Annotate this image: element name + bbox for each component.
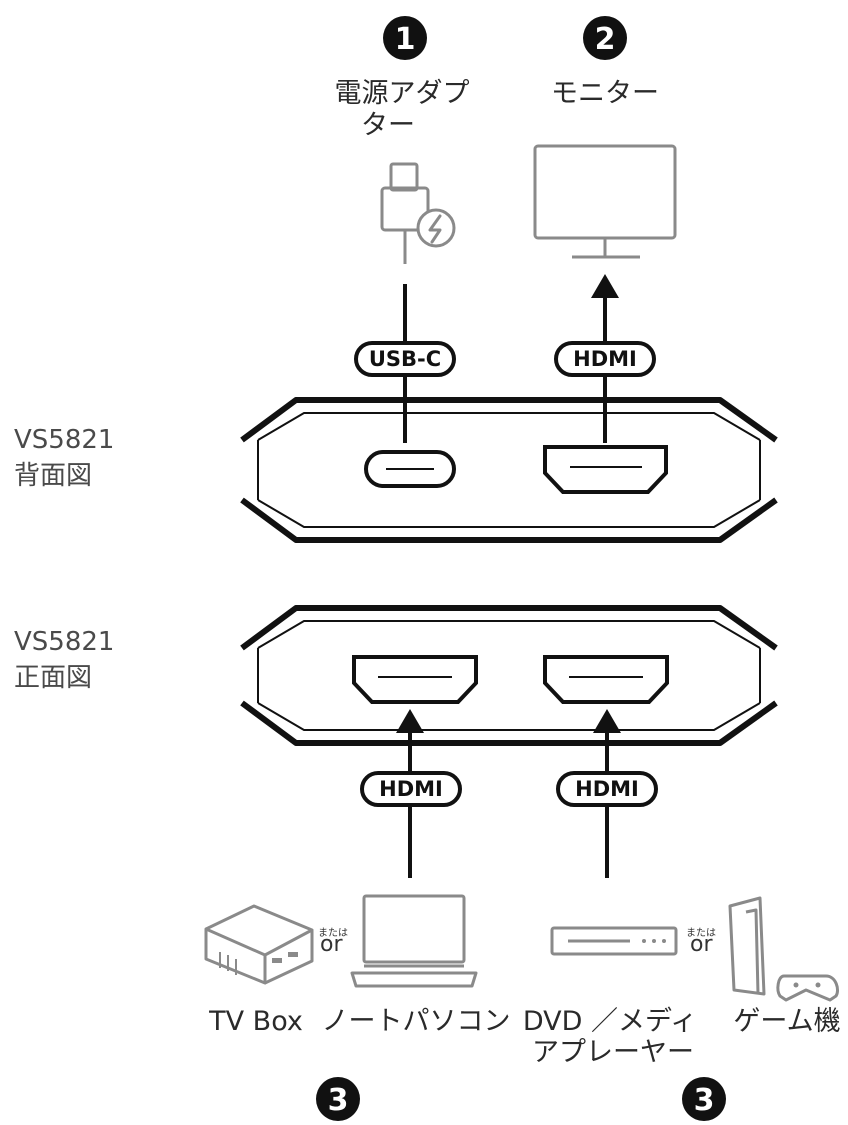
monitor-icon bbox=[533, 144, 677, 259]
front-model-label: VS5821 bbox=[14, 627, 114, 657]
dvd-player-icon bbox=[550, 926, 678, 956]
rear-view-device bbox=[240, 397, 778, 543]
front-caption-label: 正面図 bbox=[14, 663, 92, 693]
step-3-left-badge: 3 bbox=[316, 1077, 360, 1121]
step-3-right-number: 3 bbox=[694, 1083, 715, 1118]
hdmi-in-port-1 bbox=[352, 655, 478, 704]
hdmi-in-2-badge: HDMI bbox=[556, 771, 658, 807]
game-console-label: ゲーム機 bbox=[733, 1006, 840, 1037]
laptop-icon bbox=[350, 894, 478, 988]
step-2-number: 2 bbox=[595, 22, 616, 57]
or-right-small: または bbox=[686, 927, 716, 939]
or-left-small: または bbox=[318, 927, 348, 939]
tv-box-icon bbox=[204, 904, 314, 985]
rear-caption-label: 背面図 bbox=[14, 461, 92, 491]
rear-model-label: VS5821 bbox=[14, 425, 114, 455]
hdmi-in-1-badge: HDMI bbox=[360, 771, 462, 807]
step-1-number: 1 bbox=[395, 22, 416, 57]
step-3-right-badge: 3 bbox=[682, 1077, 726, 1121]
step-3-left-number: 3 bbox=[328, 1083, 349, 1118]
hdmi-out-port bbox=[543, 445, 668, 494]
step-1-badge: 1 bbox=[383, 16, 427, 60]
hdmi-out-arrow bbox=[591, 274, 619, 298]
hdmi-in-port-2 bbox=[543, 655, 669, 704]
front-view-device bbox=[240, 605, 778, 746]
hdmi-in-2-arrow bbox=[593, 709, 621, 733]
monitor-label: モニター bbox=[551, 78, 659, 109]
hdmi-in-2-label: HDMI bbox=[575, 777, 639, 801]
laptop-label: ノートパソコン bbox=[322, 1006, 511, 1037]
hdmi-in-1-label: HDMI bbox=[379, 777, 443, 801]
power-adapter-icon bbox=[380, 162, 456, 264]
or-left: or bbox=[320, 932, 343, 957]
hdmi-out-label: HDMI bbox=[573, 347, 637, 371]
dvd-label-line1: DVD ／メディ bbox=[523, 1006, 697, 1037]
usb-c-badge: USB-C bbox=[354, 341, 456, 377]
or-right: or bbox=[690, 932, 713, 957]
usb-c-label: USB-C bbox=[369, 347, 441, 371]
step-2-badge: 2 bbox=[583, 16, 627, 60]
hdmi-out-badge: HDMI bbox=[554, 341, 656, 377]
tv-box-label: TV Box bbox=[208, 1006, 303, 1037]
game-console-icon bbox=[728, 896, 840, 1002]
dvd-label-line2: アプレーヤー bbox=[532, 1037, 694, 1068]
hdmi-in-1-arrow bbox=[396, 709, 424, 733]
power-adapter-label-line1: 電源アダプ bbox=[335, 78, 470, 109]
power-adapter-label-line2: ター bbox=[361, 110, 415, 141]
